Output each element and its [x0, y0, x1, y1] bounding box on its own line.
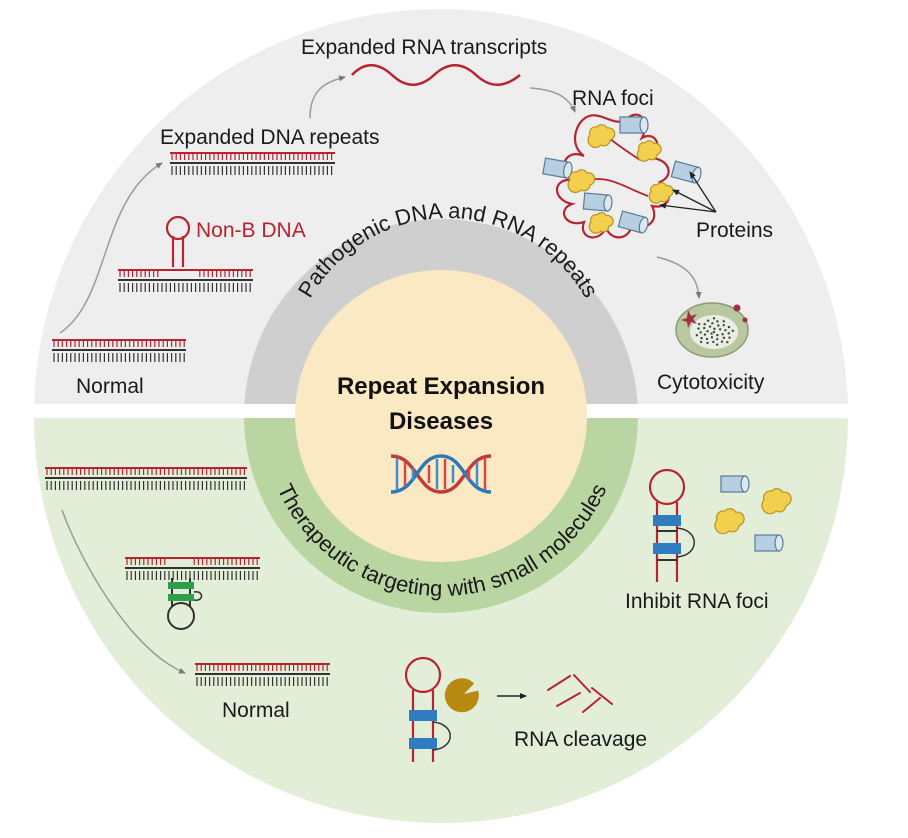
normal-top-label: Normal: [76, 375, 144, 398]
normal-dna-repeats: [52, 339, 186, 362]
cleaving-enzyme-icon: [444, 678, 479, 713]
cytotoxic-cell-icon: [675, 302, 749, 358]
rna-cleavage-label: RNA cleavage: [514, 728, 647, 751]
center-title-line1: Repeat Expansion: [337, 373, 545, 400]
arrow-rna-to-foci: [529, 87, 576, 113]
non-b-hairpin-icon: [165, 215, 191, 267]
foci-proteins: [542, 116, 702, 234]
arrow-dna-to-rna: [309, 75, 346, 119]
proteins-pointer-2: [689, 171, 717, 213]
cleavage-hairpin-icon: [404, 656, 451, 762]
released-proteins: [714, 475, 792, 552]
normal-dna-bottom: [195, 663, 330, 686]
expanded-dna-label: Expanded DNA repeats: [160, 126, 379, 149]
expanded-dna-repeats: [170, 152, 335, 175]
pathogenic-half: [34, 9, 848, 404]
proteins-label: Proteins: [696, 219, 773, 242]
expanded-rna-transcript: [351, 64, 521, 86]
proteins-pointer-3: [659, 202, 717, 213]
inhibit-rna-foci-label: Inhibit RNA foci: [625, 590, 769, 613]
rna-foci-label: RNA foci: [572, 87, 654, 110]
inhibit-foci-hairpin-icon: [648, 468, 695, 582]
expanded-dna-bottom: [45, 467, 247, 490]
arrow-normal-to-expanded: [59, 162, 163, 334]
center-title-line2: Diseases: [389, 408, 493, 435]
normal-bottom-label: Normal: [222, 699, 290, 722]
center-circle: [295, 270, 587, 562]
dna-small-molecule-binder: [167, 578, 203, 630]
therapeutic-half: [34, 418, 848, 823]
non-b-dna-repeats: [118, 269, 253, 292]
non-b-dna-label: Non-B DNA: [196, 219, 306, 242]
proteins-pointer-1: [672, 189, 717, 213]
cytotoxicity-label: Cytotoxicity: [657, 371, 765, 394]
expanded-rna-label: Expanded RNA transcripts: [301, 36, 547, 59]
rna-fragments-icon: [547, 674, 613, 713]
dna-helix-icon: [390, 454, 492, 494]
arrow-foci-to-cytotoxicity: [656, 256, 702, 299]
dna-with-ligand: [125, 557, 260, 580]
arrow-therapy-to-normal: [61, 509, 186, 674]
